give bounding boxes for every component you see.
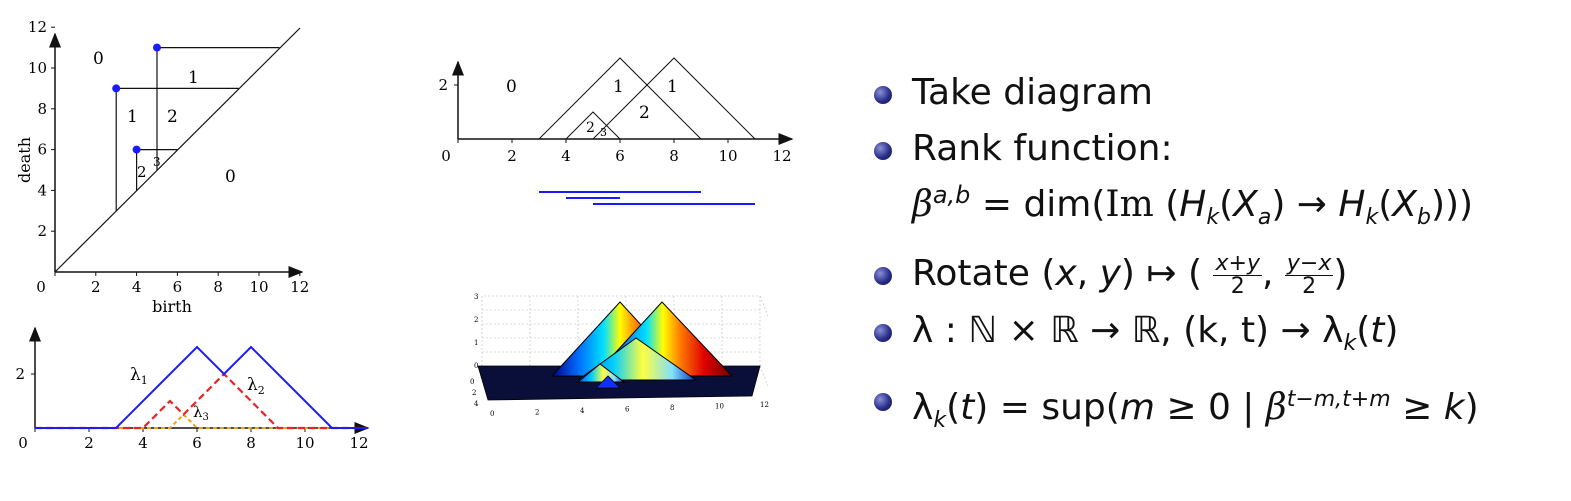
region-label: 1 xyxy=(613,77,624,97)
region-label: 0 xyxy=(225,167,236,187)
bullet-take-diagram: Take diagram xyxy=(868,70,1558,116)
lambda2-label: λ2 xyxy=(247,375,265,397)
y-tick-label: 6 xyxy=(37,141,47,159)
depth-tick-label: 2 xyxy=(472,389,476,397)
y-tick-label: 2 xyxy=(15,365,25,383)
x-tick-label: 8 xyxy=(246,434,256,452)
bullet-text: λ xyxy=(912,386,934,428)
region-label: 2 xyxy=(639,103,650,123)
region-label: 2 xyxy=(586,120,595,136)
x-tick-label: 4 xyxy=(561,147,571,165)
bullet-text: Rotate xyxy=(912,253,1030,295)
x-tick-label: 0 xyxy=(490,410,494,418)
x-tick-label: 2 xyxy=(91,278,101,296)
region-label: 3 xyxy=(600,126,607,139)
region-label: 0 xyxy=(506,77,517,97)
lambda3-label: λ3 xyxy=(193,403,209,423)
surface-peak xyxy=(576,363,626,383)
x-tick-label: 12 xyxy=(772,147,791,165)
x-tick-label: 10 xyxy=(715,403,724,411)
z-tick-label: 1 xyxy=(474,339,478,347)
x-tick-label: 6 xyxy=(173,278,183,296)
region-label: 2 xyxy=(167,107,178,127)
lambda2-curve xyxy=(35,372,368,430)
x-tick-label: 10 xyxy=(718,147,737,165)
bullet-rank-function: Rank function: βa,b = dim(Im (Hk(Xa) → H… xyxy=(868,126,1558,241)
x-tick-label: 4 xyxy=(580,407,585,415)
x-tick-label: 8 xyxy=(669,147,679,165)
bullet-text: Take diagram xyxy=(912,72,1153,113)
x-tick-label: 6 xyxy=(192,434,202,452)
lambda1-curve xyxy=(35,345,368,429)
x-axis-label: birth xyxy=(152,297,192,316)
rank-tent xyxy=(538,57,702,140)
diagram-point xyxy=(132,145,141,154)
bullet-dot-icon xyxy=(874,392,892,411)
y-tick-label: 10 xyxy=(28,59,47,77)
region-label: 1 xyxy=(188,68,199,88)
bullet-dot-icon xyxy=(874,323,892,342)
bullet-dot-icon xyxy=(874,267,892,286)
x-tick-label: 10 xyxy=(295,434,314,452)
bullet-list: Take diagram Rank function: βa,b = dim(I… xyxy=(868,70,1558,454)
y-axis-label: death xyxy=(15,137,34,183)
bullet-lambda-def: λ : ℕ × ℝ → ℝ, (k, t) → λk(t) xyxy=(868,308,1558,367)
x-tick-label: 8 xyxy=(213,278,223,296)
z-tick-label: 2 xyxy=(474,316,478,324)
y-tick-label: 12 xyxy=(28,20,47,36)
rank-tent xyxy=(565,111,621,140)
region-label: 1 xyxy=(667,77,678,97)
y-tick-label: 2 xyxy=(37,222,47,240)
y-tick-label: 4 xyxy=(37,181,47,199)
bullet-text: λ : ℕ × ℝ → ℝ, (k, t) → λ xyxy=(912,309,1344,351)
depth-tick-label: 4 xyxy=(474,400,479,408)
region-label: 3 xyxy=(153,155,161,169)
x-tick-label: 10 xyxy=(249,278,268,296)
x-tick-label: 2 xyxy=(507,147,517,165)
x-tick-label: 4 xyxy=(132,278,142,296)
bullet-dot-icon xyxy=(874,142,892,160)
x-tick-label: 4 xyxy=(138,434,148,452)
rank-formula: βa,b = dim(Im (Hk(Xa) → Hk(Xb))) xyxy=(912,181,1474,231)
x-tick-label: 12 xyxy=(349,434,368,452)
bullet-lambda-sup: λk(t) = sup(m ≥ 0 | βt−m,t+m ≥ k) xyxy=(868,377,1558,444)
bullet-text: Rank function: xyxy=(912,128,1173,169)
z-tick-label: 3 xyxy=(474,293,478,301)
z-tick-label: 0 xyxy=(474,362,478,370)
x-tick-label: 2 xyxy=(535,409,539,417)
x-tick-label: 0 xyxy=(441,147,451,165)
diagonal xyxy=(54,27,301,273)
depth-tick-label: 0 xyxy=(470,378,474,386)
lambda1-label: λ1 xyxy=(130,365,148,387)
region-label: 0 xyxy=(93,49,104,69)
diagram-point xyxy=(153,43,161,52)
bullet-dot-icon xyxy=(874,86,892,104)
y-tick-label: 8 xyxy=(37,100,47,118)
x-tick-label: 8 xyxy=(670,404,674,412)
y-tick-label: 2 xyxy=(438,76,448,94)
rank-tent xyxy=(592,57,756,140)
x-tick-label: 12 xyxy=(290,278,309,296)
bullet-rotate: Rotate (x, y) ↦ ( x+y 2 , y−x 2 ) xyxy=(868,251,1558,298)
x-tick-label: 6 xyxy=(615,147,625,165)
diagram-point xyxy=(112,84,121,93)
landscape-plot: 0 2 4 6 8 10 12 2 λ1 λ2 λ3 xyxy=(15,326,370,452)
x-tick-label: 6 xyxy=(625,406,630,414)
grid-walls xyxy=(481,295,769,387)
region-label: 1 xyxy=(127,107,138,127)
x-tick-label: 0 xyxy=(36,278,46,296)
surface-peak xyxy=(595,375,621,389)
x-tick-label: 0 xyxy=(18,434,28,452)
x-tick-label: 2 xyxy=(84,434,94,452)
x-tick-label: 12 xyxy=(760,401,769,409)
region-label: 2 xyxy=(137,163,147,181)
